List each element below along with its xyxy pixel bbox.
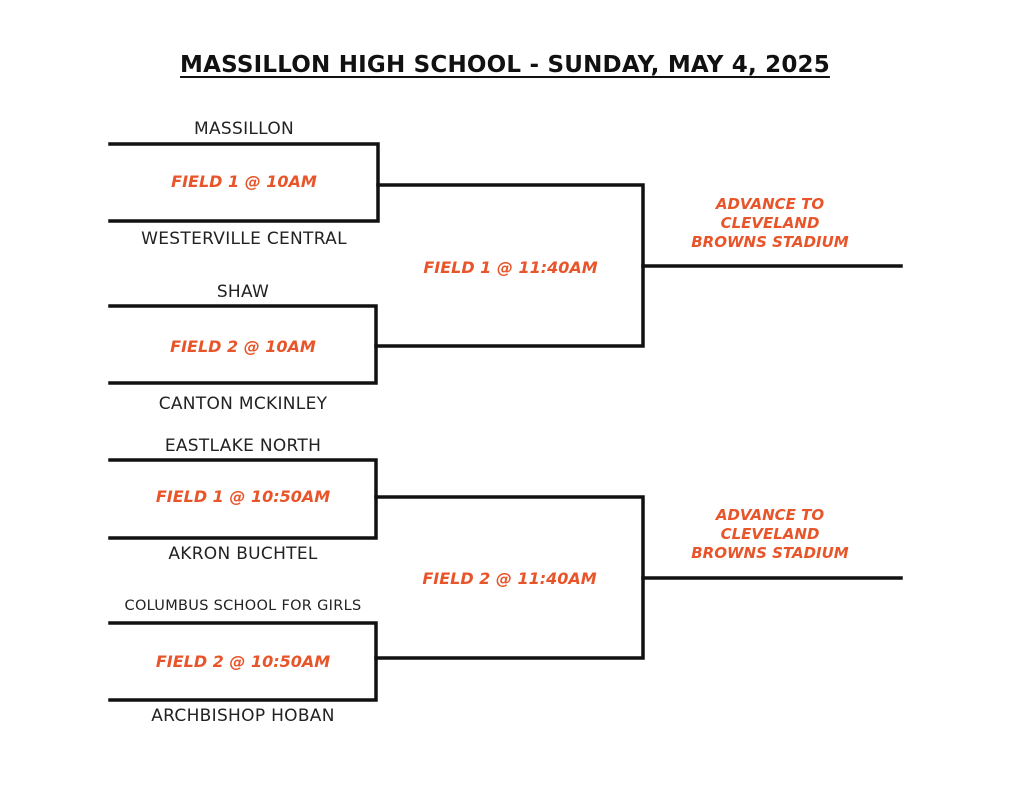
game-3-bracket-line xyxy=(108,458,378,540)
semifinal-1-advance-text: ADVANCE TO CLEVELAND BROWNS STADIUM xyxy=(670,195,870,252)
advance-line-2: CLEVELAND xyxy=(720,214,820,232)
team-columbus-school-for-girls: COLUMBUS SCHOOL FOR GIRLS xyxy=(124,598,362,614)
team-westerville-central: WESTERVILLE CENTRAL xyxy=(141,229,347,249)
game-1-label: FIELD 1 @ 10AM xyxy=(171,172,317,191)
semifinal-2-label: FIELD 2 @ 11:40AM xyxy=(422,569,597,588)
team-akron-buchtel: AKRON BUCHTEL xyxy=(168,544,318,564)
team-massillon: MASSILLON xyxy=(193,119,295,139)
advance-line-1: ADVANCE TO xyxy=(715,506,825,524)
game-2-label: FIELD 2 @ 10AM xyxy=(170,337,316,356)
team-shaw: SHAW xyxy=(216,282,270,302)
game-3-label: FIELD 1 @ 10:50AM xyxy=(155,487,331,506)
advance-line-1: ADVANCE TO xyxy=(715,195,825,213)
team-canton-mckinley: CANTON MCKINLEY xyxy=(158,394,328,414)
team-eastlake-north: EASTLAKE NORTH xyxy=(164,436,322,456)
team-archbishop-hoban: ARCHBISHOP HOBAN xyxy=(151,706,335,726)
advance-line-3: BROWNS STADIUM xyxy=(691,544,849,562)
advance-line-2: CLEVELAND xyxy=(720,525,820,543)
page-title: MASSILLON HIGH SCHOOL - SUNDAY, MAY 4, 2… xyxy=(180,52,830,78)
semifinal-2-advance-text: ADVANCE TO CLEVELAND BROWNS STADIUM xyxy=(670,506,870,563)
game-4-bracket-line xyxy=(108,621,378,702)
advance-line-3: BROWNS STADIUM xyxy=(691,233,849,251)
game-4-label: FIELD 2 @ 10:50AM xyxy=(155,652,331,671)
game-1-bracket-line xyxy=(108,142,380,223)
semifinal-1-label: FIELD 1 @ 11:40AM xyxy=(423,258,598,277)
